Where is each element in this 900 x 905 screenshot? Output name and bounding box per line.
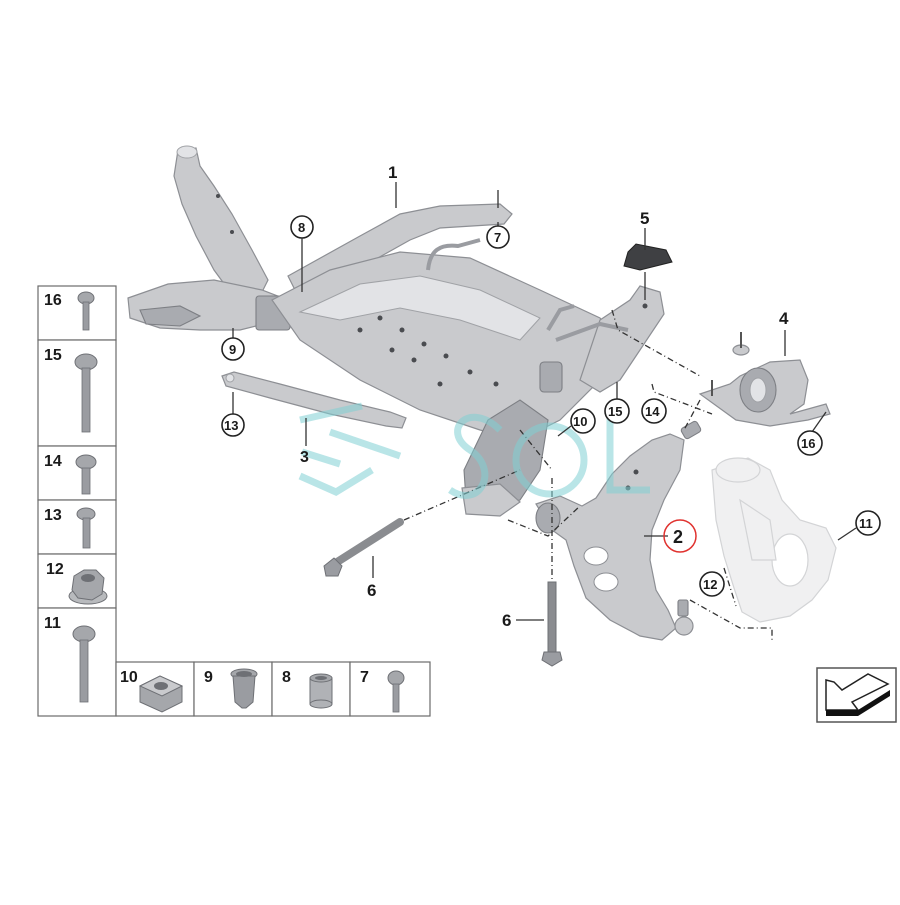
svg-text:10: 10 (573, 414, 587, 429)
callout-7: 7 (486, 190, 510, 249)
bushing-mount-part-4 (698, 332, 831, 427)
svg-text:8: 8 (282, 669, 291, 686)
svg-text:4: 4 (779, 309, 789, 328)
svg-text:16: 16 (44, 292, 62, 309)
bolt-short-icon (75, 454, 97, 495)
svg-text:11: 11 (44, 615, 61, 632)
square-nut-icon (138, 675, 184, 713)
callout-1: 1 (388, 163, 397, 208)
svg-text:16: 16 (801, 436, 815, 451)
callout-6-left: 6 (367, 556, 376, 600)
svg-text:1: 1 (388, 163, 397, 182)
legend-item-7: 7 (360, 669, 405, 713)
svg-text:9: 9 (229, 342, 236, 357)
legend-item-11: 11 (44, 615, 96, 703)
hardware-legend-column: 16 15 14 13 (37, 285, 117, 717)
bolt-short-icon (76, 507, 96, 549)
legend-item-8: 8 (282, 669, 333, 709)
svg-text:12: 12 (46, 561, 64, 578)
callout-10: 10 (557, 408, 596, 437)
callout-12: 12 (699, 571, 725, 597)
legend-item-10: 10 (120, 669, 184, 713)
legend-item-13: 13 (44, 507, 96, 549)
legend-item-15: 15 (44, 347, 98, 433)
callout-9: 9 (221, 328, 245, 361)
svg-text:14: 14 (44, 453, 62, 470)
bolt-part-6-left (323, 518, 404, 577)
hardware-legend-row: 10 9 8 (115, 661, 431, 717)
pad-part-5 (623, 243, 673, 271)
svg-text:7: 7 (494, 230, 501, 245)
callout-15: 15 (604, 382, 630, 424)
callout-16: 16 (797, 411, 827, 456)
legend-item-12: 12 (46, 561, 108, 605)
svg-text:12: 12 (703, 577, 717, 592)
bolt-part-6-right (541, 581, 563, 667)
callout-6-right: 6 (502, 611, 544, 630)
svg-text:11: 11 (859, 516, 873, 531)
svg-text:6: 6 (502, 611, 511, 630)
bolt-short-icon (77, 291, 95, 331)
svg-text:8: 8 (298, 220, 305, 235)
callout-13: 13 (221, 392, 245, 437)
svg-text:5: 5 (640, 209, 649, 228)
callout-11: 11 (837, 510, 881, 541)
callout-3: 3 (300, 418, 309, 466)
svg-text:14: 14 (645, 404, 660, 419)
svg-text:2: 2 (673, 527, 683, 547)
callout-14: 14 (641, 398, 667, 424)
svg-text:13: 13 (224, 418, 238, 433)
tension-strut-part-3 (221, 371, 407, 429)
svg-text:9: 9 (204, 669, 213, 686)
svg-text:3: 3 (300, 449, 309, 466)
bushing-icon (309, 673, 333, 709)
legend-item-16: 16 (44, 291, 95, 331)
svg-text:6: 6 (367, 581, 376, 600)
callout-5: 5 (640, 209, 649, 300)
svg-text:15: 15 (608, 404, 622, 419)
legend-item-9: 9 (204, 668, 258, 709)
svg-text:15: 15 (44, 347, 62, 364)
svg-text:7: 7 (360, 669, 369, 686)
callout-2-highlighted: 2 (644, 519, 697, 553)
flanged-bushing-icon (230, 668, 258, 709)
bolt-long-icon (74, 353, 98, 433)
svg-text:10: 10 (120, 669, 138, 686)
direction-arrow-icon (816, 667, 897, 723)
watermark-logo (298, 402, 650, 499)
legend-item-14: 14 (44, 453, 97, 495)
svg-text:13: 13 (44, 507, 62, 524)
callout-8: 8 (290, 215, 314, 292)
steering-knuckle-ghost (711, 457, 837, 623)
hex-nut-icon (68, 569, 108, 605)
bolt-icon (387, 670, 405, 713)
bolt-long-icon (72, 625, 96, 703)
callout-4: 4 (779, 309, 789, 356)
